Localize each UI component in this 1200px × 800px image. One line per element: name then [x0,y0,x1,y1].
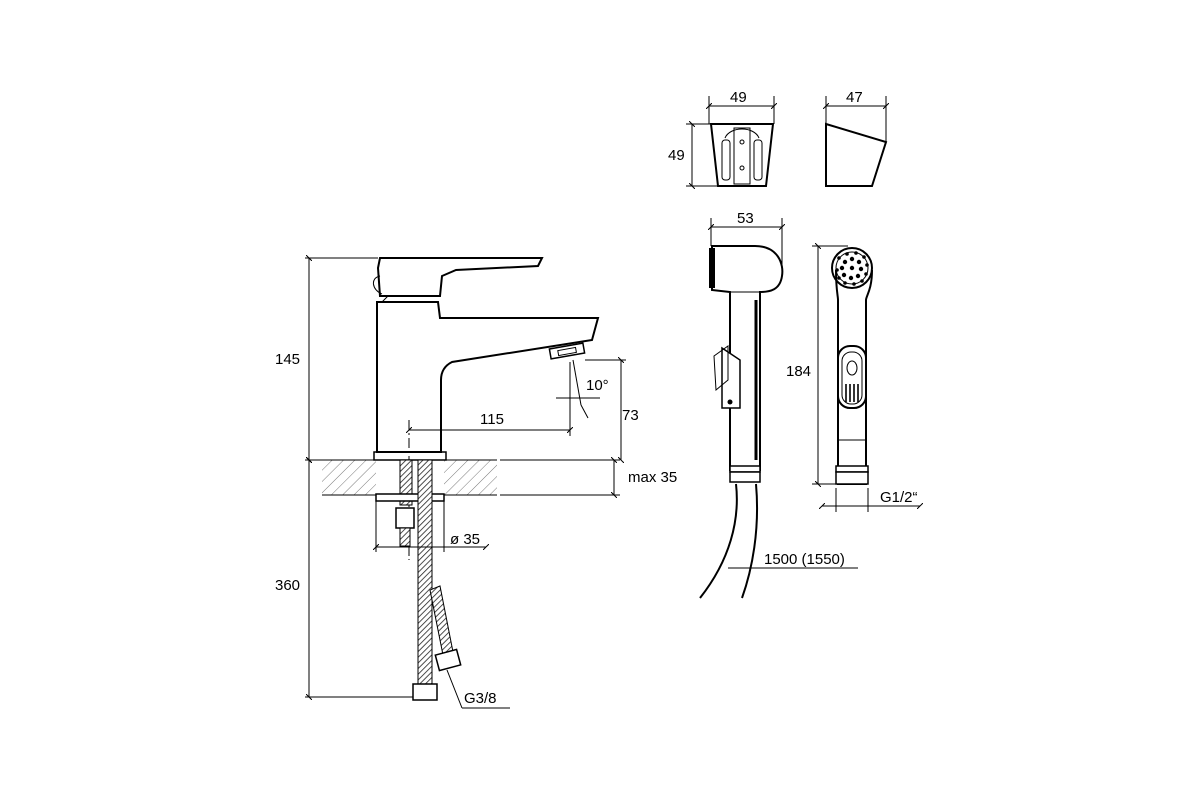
handshower-side-view [711,245,784,471]
dim-holder-width: 49 [730,89,747,106]
handshower-hose [699,483,738,599]
holder-drawing: 49 49 47 [668,89,886,186]
dim-spout-height: 73 [622,407,639,424]
dim-shower-hose-length: 1500 (1550) [764,551,845,568]
dim-head-width: 53 [737,210,754,227]
dim-shower-thread: G1/2“ [880,489,918,506]
dim-hole-diameter: ø 35 [450,531,480,548]
handshower-drawing: 53 1500 (1550) [699,210,920,599]
dim-holder-height: 49 [668,147,685,164]
dim-holder-depth: 47 [846,89,863,106]
dim-hose-thread: G3/8 [464,690,497,707]
supply-hose [417,459,433,691]
dim-hose-length: 360 [275,577,300,594]
faucet-drawing: 145 360 115 10° 73 max 35 ø 35 G3/8 [275,257,677,709]
faucet-body [376,301,600,453]
dim-faucet-height: 145 [275,351,300,368]
holder-side-view [825,122,888,187]
dim-shower-length: 184 [786,363,811,380]
dim-spout-angle: 10° [586,377,609,394]
dim-spout-reach: 115 [480,411,504,428]
holder-front-view [709,123,775,187]
dim-max-thickness: max 35 [628,469,677,486]
lever-handle [376,257,544,297]
spray-nozzles [835,251,869,286]
